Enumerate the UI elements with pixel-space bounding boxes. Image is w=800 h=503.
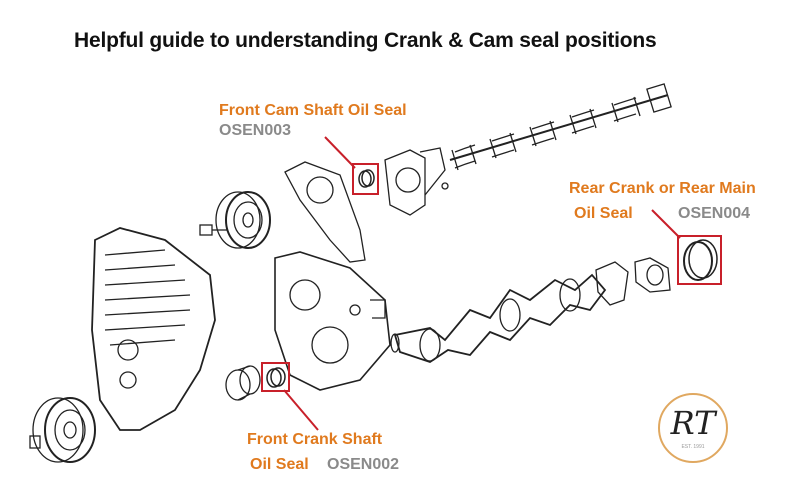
front-casing-drawing (274, 251, 391, 391)
rear-crank-seal-highlight (651, 209, 722, 285)
front-crank-seal-label-line1: Front Crank Shaft (247, 431, 383, 448)
front-cam-seal-highlight (324, 136, 379, 195)
front-cam-seal-code: OSEN003 (219, 122, 292, 139)
front-crank-seal-code: OSEN002 (327, 456, 400, 473)
rear-crank-seal-label-line1: Rear Crank or Rear Main (569, 180, 756, 197)
bolt-drawing (199, 224, 228, 236)
crankshaft-drawing (390, 273, 607, 363)
crank-pulley-drawing (29, 397, 96, 463)
cam-rear-plate-drawing (284, 161, 366, 263)
cam-pulley-drawing (215, 191, 271, 249)
rear-crank-seal-code: OSEN004 (678, 205, 751, 222)
cam-housing-end-drawing (384, 147, 449, 216)
rear-seal-housing-drawing (595, 257, 671, 306)
company-logo: RT EST. 1991 (658, 393, 728, 463)
rear-crank-seal-label-line2: Oil Seal (574, 205, 633, 222)
front-crank-seal-highlight (261, 362, 319, 431)
crank-sprocket-drawing (225, 365, 261, 401)
diagram-title: Helpful guide to understanding Crank & C… (74, 29, 657, 52)
timing-cover-drawing (91, 227, 216, 431)
logo-letters: RT (670, 404, 716, 442)
camshaft-drawing (449, 83, 672, 171)
front-cam-seal-label: Front Cam Shaft Oil Seal (219, 102, 407, 119)
logo-est-text: EST. 1991 (681, 444, 705, 450)
front-crank-seal-label-line2: Oil Seal (250, 456, 309, 473)
